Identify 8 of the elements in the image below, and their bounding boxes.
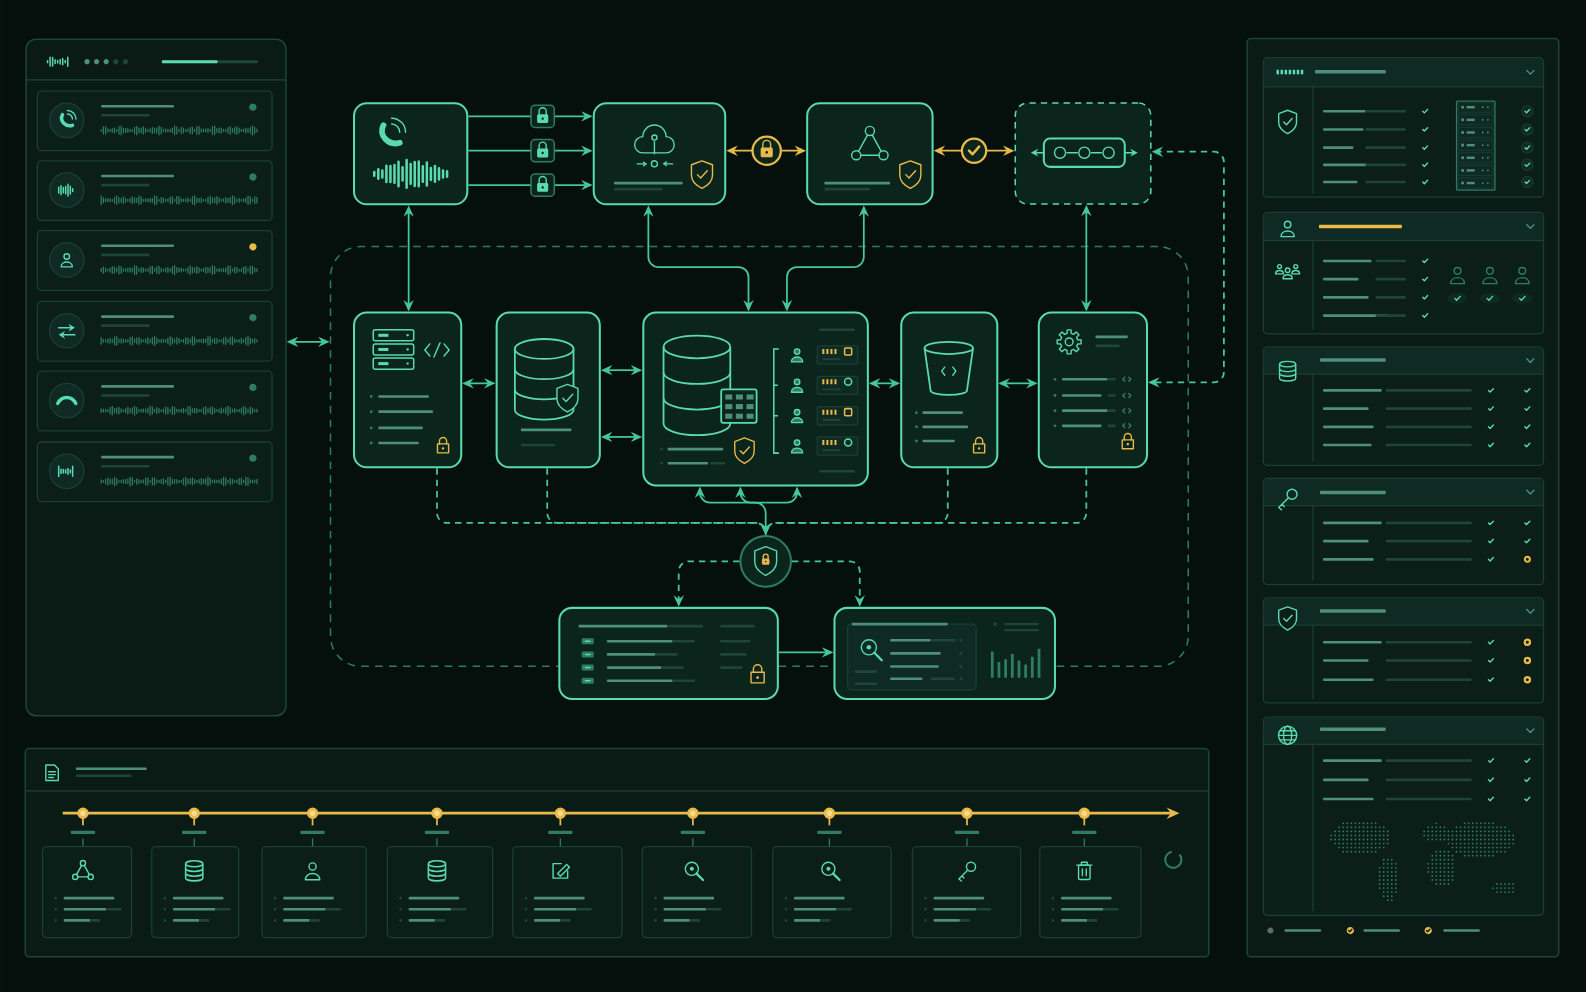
process-box [353, 102, 469, 206]
process-box [900, 311, 999, 469]
process-box [558, 606, 779, 700]
process-box [592, 102, 727, 206]
process-box [806, 102, 934, 206]
process-box [1037, 311, 1149, 469]
process-box [353, 311, 463, 469]
process-box [495, 311, 601, 469]
